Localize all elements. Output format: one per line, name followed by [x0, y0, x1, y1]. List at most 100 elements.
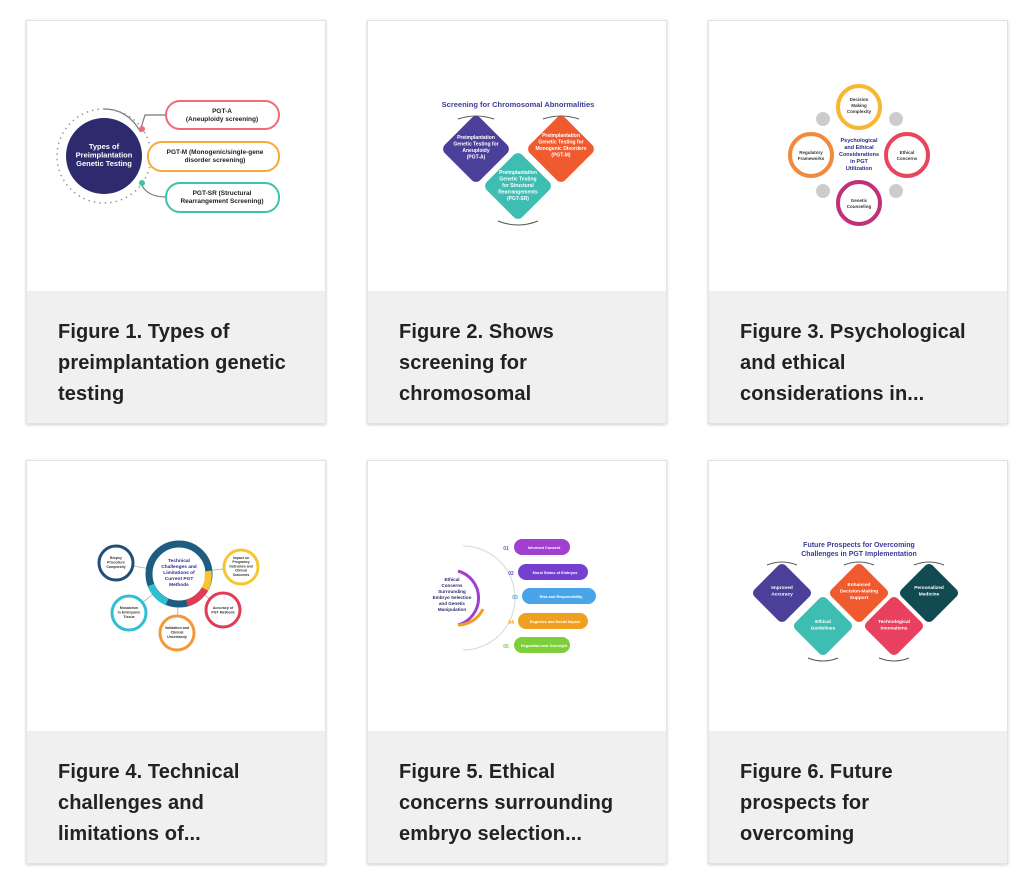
label-line: Ethical [815, 619, 831, 625]
label-line: Genetic [851, 198, 868, 203]
label-line: Making [851, 103, 867, 108]
label-line: PGT-SR (Structural [193, 190, 252, 197]
caption-text[interactable]: Figure 4. Technical challenges and limit… [58, 761, 240, 845]
concern-label: Regulation and Oversight [521, 644, 568, 648]
label-line: Ethical [444, 577, 459, 582]
figure-card-2[interactable]: Screening for Chromosomal Abnormalities … [367, 20, 667, 424]
label-line: Complexity [106, 565, 125, 569]
label-line: (Aneuploidy screening) [186, 116, 258, 123]
label-line: Uncertainty [167, 635, 187, 639]
node-decision-making [836, 84, 882, 130]
figure-3-caption[interactable]: Figure 3. Psychological and ethical cons… [709, 291, 1007, 423]
diagram-title: Screening for Chromosomal Abnormalities [442, 100, 595, 109]
figure-2-thumbnail[interactable]: Screening for Chromosomal Abnormalities … [368, 21, 666, 291]
figure-1-caption[interactable]: Figure 1. Types of preimplantation genet… [27, 291, 325, 423]
label-line: Enhanced [848, 582, 871, 588]
label-line: Mosaicism [120, 606, 138, 610]
pgt-sr-diamond [485, 153, 551, 219]
label-line: Utilization [846, 166, 873, 172]
decision-support-diamond [829, 563, 889, 623]
node-regulatory [788, 132, 834, 178]
label-line: Personalized [914, 585, 944, 591]
label-line: Genetic Testing for [453, 142, 498, 148]
label-line: Tissue [123, 615, 134, 619]
label-line: Clinical [171, 631, 184, 635]
label-line: Complexity [847, 109, 872, 114]
figure-2-caption[interactable]: Figure 2. Shows screening for chromosoma… [368, 291, 666, 423]
node-ethical [884, 132, 930, 178]
caption-text[interactable]: Figure 6. Future prospects for overcomin… [740, 761, 893, 845]
label-line: Medicine [919, 592, 940, 598]
figure-6-caption[interactable]: Figure 6. Future prospects for overcomin… [709, 731, 1007, 863]
label-line: Pregnancy [232, 560, 249, 564]
label-line: Outcomes [233, 573, 250, 577]
caption-text[interactable]: Figure 2. Shows screening for chromosoma… [399, 321, 554, 405]
number-04: 04 [508, 620, 514, 626]
label-line: Current PGT [165, 576, 194, 582]
label-line: Surrounding [438, 589, 466, 594]
label-line: Preimplantation [457, 135, 495, 141]
caption-text[interactable]: Figure 1. Types of preimplantation genet… [58, 321, 286, 405]
figure-5-caption[interactable]: Figure 5. Ethical concerns surrounding e… [368, 731, 666, 863]
label-line: (PGT-M) [551, 153, 570, 159]
label-line: PGT-M (Monogenic/single-gene [167, 149, 264, 156]
label-line: Decision [850, 97, 869, 102]
caption-text[interactable]: Figure 3. Psychological and ethical cons… [740, 321, 966, 405]
label-line: Types of [89, 142, 120, 151]
label-line: Concerns [441, 583, 463, 588]
pgt-a-label: PGT-A(Aneuploidy screening) [186, 108, 258, 123]
figure-4-caption[interactable]: Figure 4. Technical challenges and limit… [27, 731, 325, 863]
label-line: Ethical [900, 150, 915, 155]
label-line: Monogenic Disorders [535, 146, 586, 152]
number-02: 02 [508, 571, 514, 577]
label-line: Screening for Chromosomal Abnormalities [442, 100, 595, 109]
label-line: Accuracy of [213, 606, 234, 610]
node-genetic-counseling [836, 180, 882, 226]
label-line: Counseling [847, 204, 872, 209]
label-line: Impact on [233, 556, 249, 560]
ethical-guidelines-diamond [793, 596, 853, 656]
label-line: Technological [878, 619, 910, 625]
label-line: Preimplantation [542, 133, 580, 139]
label-line: Biopsy [110, 556, 122, 560]
label-line: Clinical [235, 569, 247, 573]
label-line: PGT Methods [211, 611, 234, 615]
label-line: Psychological [841, 138, 878, 144]
label-line: Challenges and [161, 564, 197, 570]
label-line: Improved [771, 585, 793, 591]
caption-text[interactable]: Figure 5. Ethical concerns surrounding e… [399, 761, 614, 845]
label-line: Aneuploidy [462, 148, 489, 154]
label-line: Decision-Making [840, 589, 878, 595]
center-circle [66, 118, 142, 194]
tech-innovations-diamond [864, 596, 924, 656]
label-line: (PGT-A) [467, 155, 486, 161]
label-line: in PGT [850, 159, 868, 165]
